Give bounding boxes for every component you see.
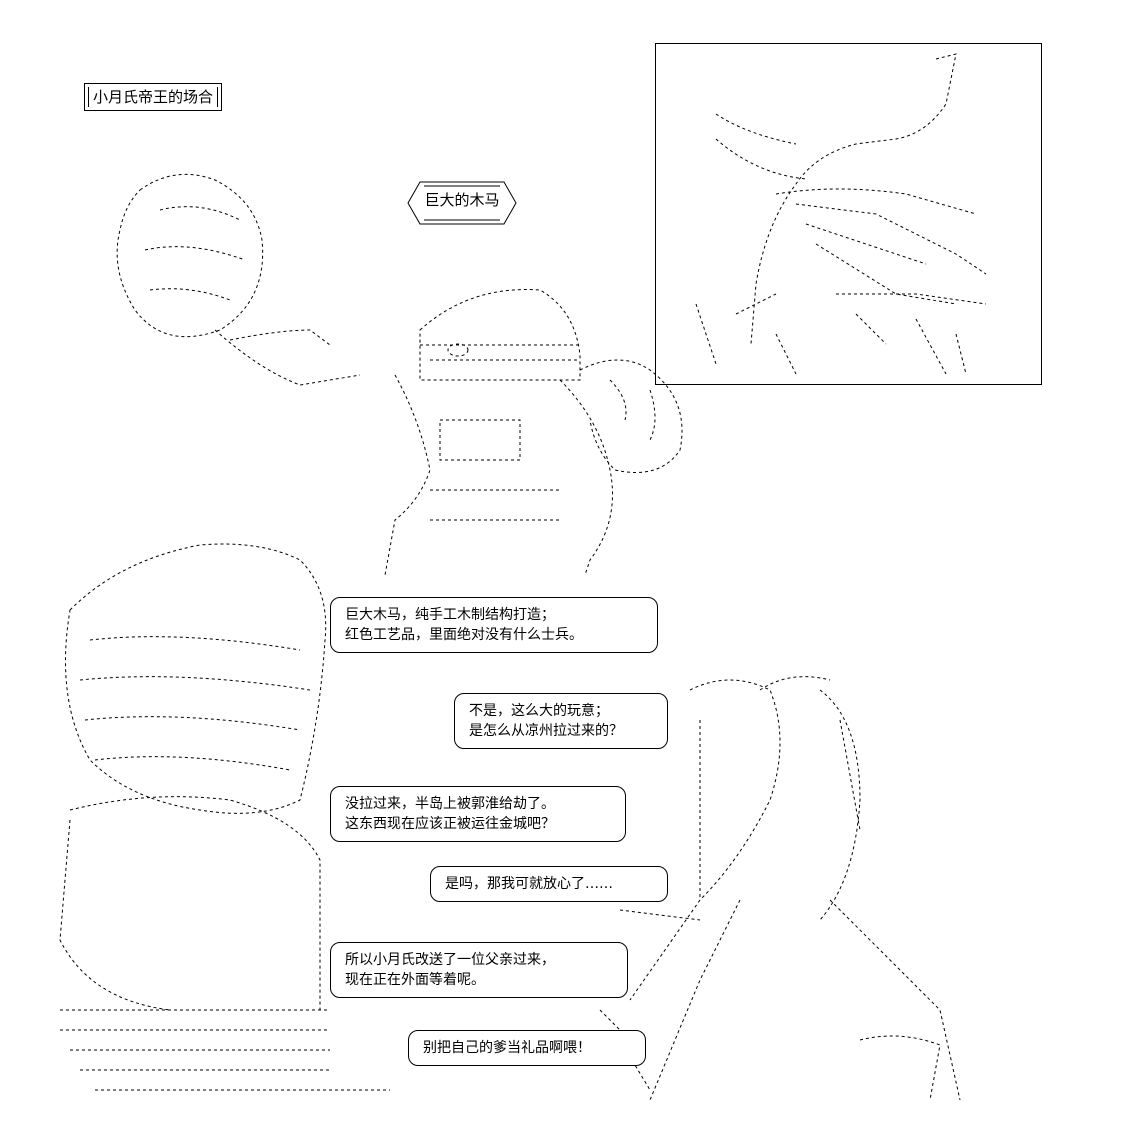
- frame-caption-text: 巨大的木马: [424, 191, 500, 209]
- robot-figure: [419, 289, 581, 381]
- scene-label: 小月氏帝王的场合: [84, 83, 223, 111]
- bubble-2-line-2: 是怎么从凉州拉过来的？: [469, 723, 623, 739]
- bubble-4-line-1: 是吗，那我可就放心了……: [445, 876, 613, 892]
- fist-figure: [116, 173, 264, 338]
- right-figure: [689, 679, 861, 921]
- arm: [214, 329, 361, 386]
- horse-picture-frame: [655, 43, 1042, 385]
- bubble-3-line-2: 这东西现在应该正被运往金城吧？: [345, 816, 555, 832]
- speech-bubble-4: 是吗，那我可就放心了……: [430, 866, 668, 902]
- bubble-3-line-1: 没拉过来，半岛上被郭淮给劫了。: [345, 796, 555, 812]
- bubble-5-line-1: 所以小月氏改送了一位父亲过来，: [345, 952, 555, 968]
- speech-bubble-6: 别把自己的爹当礼品啊喂！: [408, 1030, 646, 1066]
- bubble-5-line-2: 现在正在外面等着呢。: [345, 972, 485, 988]
- speech-bubble-5: 所以小月氏改送了一位父亲过来， 现在正在外面等着呢。: [330, 942, 628, 998]
- speech-bubble-1: 巨大木马，纯手工木制结构打造； 红色工艺品，里面绝对没有什么士兵。: [330, 597, 658, 653]
- scene-label-text: 小月氏帝王的场合: [93, 88, 214, 106]
- bubble-1-line-2: 红色工艺品，里面绝对没有什么士兵。: [345, 627, 583, 643]
- bubble-2-line-1: 不是，这么大的玩意；: [469, 703, 609, 719]
- left-figure: [65, 543, 327, 814]
- bubble-6-line-1: 别把自己的爹当礼品啊喂！: [423, 1040, 591, 1056]
- speech-bubble-3: 没拉过来，半岛上被郭淮给劫了。 这东西现在应该正被运往金城吧？: [330, 786, 626, 842]
- bubble-1-line-1: 巨大木马，纯手工木制结构打造；: [345, 607, 555, 623]
- frame-caption: 巨大的木马: [406, 180, 518, 226]
- wooden-horse-drawing: [695, 53, 987, 375]
- speech-tails: [599, 909, 701, 1091]
- speech-bubble-2: 不是，这么大的玩意； 是怎么从凉州拉过来的？: [454, 693, 668, 749]
